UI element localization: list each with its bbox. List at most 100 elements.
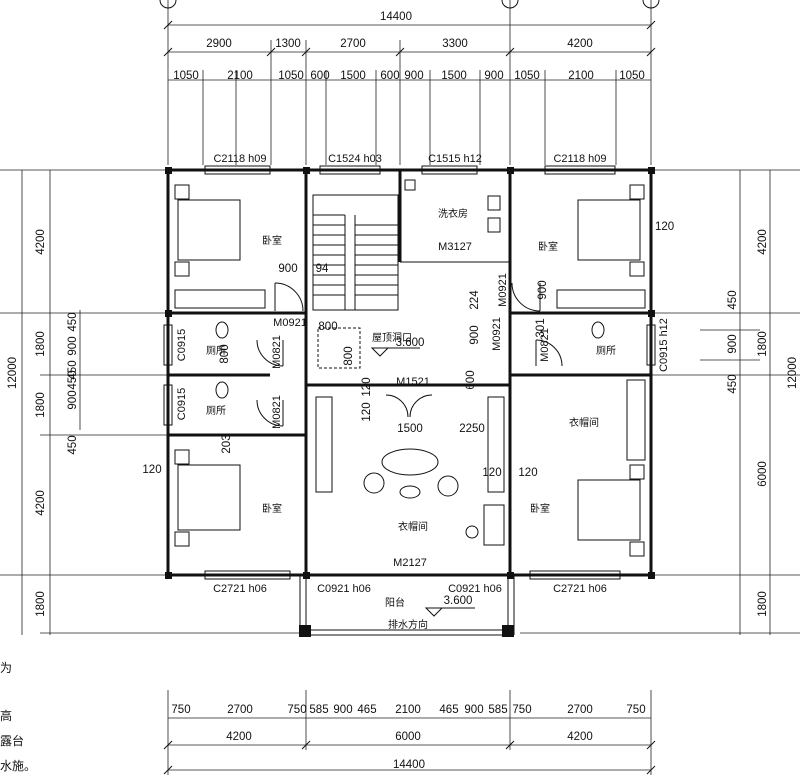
dim-label: 450 [67,370,79,389]
note-text: 为 [0,661,12,675]
dim-label: 1800 [757,331,769,357]
dim-label: 2700 [340,38,366,50]
dim-label: 2900 [206,38,232,50]
window-code: C2721 h06 [213,583,267,595]
inner-dim: 120 [518,467,537,479]
dim-bottom-row2: 4200 6000 4200 [226,731,593,743]
elevation-value: 3.600 [396,337,425,349]
dim-left-segments: 4200 1800 1800 4200 1800 [35,229,47,617]
dim-label: 600 [310,70,329,82]
dim-label: 900 [727,334,739,353]
inner-dim: 120 [655,221,674,233]
dim-label: 585 [488,704,507,716]
inner-dim: 900 [469,325,481,344]
room-label: 屋顶洞口 [372,332,412,344]
inner-dim: 224 [469,290,481,310]
dim-label: 750 [512,704,531,716]
dim-label: 450 [67,312,79,331]
dim-label: 900 [67,390,79,409]
inner-dim: 203 [221,434,233,453]
dim-label: 1500 [441,70,467,82]
window-code: C0921 h06 [448,583,502,595]
dim-label: 450 [67,360,79,379]
inner-dim: 800 [343,346,355,365]
dim-label: 2100 [568,70,594,82]
dim-label: 450 [727,374,739,393]
dim-label: 1800 [757,591,769,617]
desk-icon [465,504,505,546]
dim-label: 750 [287,704,306,716]
staircase [312,194,399,311]
inner-dim: 120 [482,467,501,479]
right-dimensions [520,169,800,635]
door-code: M0821 [539,328,551,362]
door-code: M0821 [271,395,283,429]
dim-label: 750 [171,704,190,716]
dim-label: 1050 [619,70,645,82]
dim-left-inner: 450 900 450 900 450 450 [67,312,79,454]
bed-icon [577,464,645,557]
walls [165,167,655,637]
dim-label: 1050 [278,70,304,82]
inner-dim: 600 [465,370,477,389]
dim-label: 4200 [35,490,47,516]
inner-dim: 800 [318,321,337,333]
bed-icon [174,449,241,547]
dim-bottom-total: 14400 [393,759,425,771]
room-label: 厕所 [206,405,226,417]
dim-label: 1050 [514,70,540,82]
sofa-set-icon [363,448,459,499]
dim-label: 1800 [35,331,47,357]
dim-label: 1800 [35,392,47,418]
dim-label: 4200 [567,38,593,50]
dim-label: 450 [727,290,739,309]
top-dimensions [159,0,660,165]
dim-label: 465 [357,704,376,716]
dim-label: 1500 [340,70,366,82]
inner-dim: 301 [535,318,547,337]
dim-label: 4200 [567,731,593,743]
wardrobe-icon [174,289,646,493]
dim-label: 465 [439,704,458,716]
door-code: M3127 [438,241,472,253]
window-code: C1515 h12 [428,153,482,165]
dim-left-total: 12000 [7,357,19,389]
door-code: M1521 [396,376,430,388]
elevation-value: 3.600 [444,595,473,607]
room-label: 卧室 [262,234,282,247]
dim-label: 4200 [35,229,47,255]
dim-label: 600 [380,70,399,82]
dim-label: 1800 [35,591,47,617]
dim-label: 750 [626,704,645,716]
dim-top-row2: 2900 1300 2700 3300 4200 [206,38,593,50]
window-code: C0915 h12 [658,318,670,372]
door-code: M0921 [497,273,509,307]
room-label: 衣帽间 [398,520,428,533]
sink-icon [404,179,501,233]
window-code: C2118 h09 [553,153,606,165]
window-code: C0915 [176,388,188,420]
room-label: 衣帽间 [569,416,599,429]
windows-top [163,165,656,580]
bottom-dimensions [163,690,656,775]
room-label: 卧室 [538,240,558,253]
dim-right-total: 12000 [787,357,799,389]
window-code: C1524 h03 [328,153,382,165]
window-code: C2118 h09 [213,153,266,165]
dim-label: 4200 [226,731,252,743]
inner-dim: 2250 [459,423,485,435]
dim-right-segments: 4200 1800 6000 1800 [757,229,769,617]
dim-label: 2700 [227,704,253,716]
room-label: 排水方向 [388,618,428,631]
bed-icon [577,184,645,277]
room-label: 卧室 [530,502,550,515]
dim-label: 900 [67,336,79,355]
inner-dim: 900 [537,280,549,299]
room-label: 厕所 [596,345,616,357]
toilet-icon [215,321,605,399]
inner-dim: 1500 [397,423,423,435]
elevation-icon [370,347,475,617]
dim-label: 900 [464,704,483,716]
left-dimensions [0,169,300,635]
note-text: 高 [0,708,12,723]
